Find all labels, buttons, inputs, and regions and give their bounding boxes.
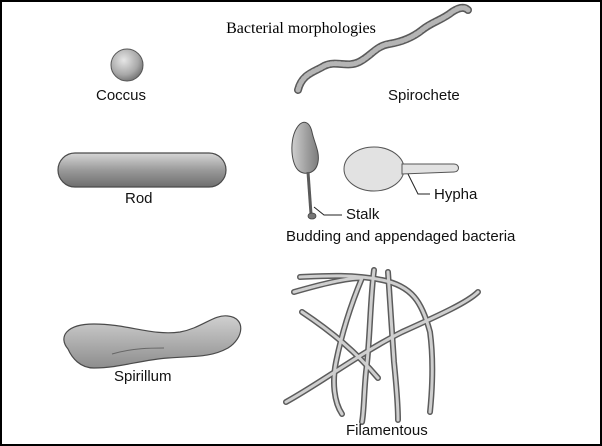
filamentous-cells — [286, 270, 478, 422]
label-spirochete: Spirochete — [388, 87, 460, 104]
label-stalk: Stalk — [346, 206, 379, 223]
label-filamentous: Filamentous — [346, 422, 428, 439]
label-hypha: Hypha — [434, 186, 477, 203]
spirillum-cell — [64, 316, 241, 368]
spirochete-cell — [298, 8, 468, 90]
label-budding-appendaged: Budding and appendaged bacteria — [286, 228, 515, 245]
coccus-cell — [111, 49, 143, 81]
stalked-bacterium — [292, 122, 342, 219]
label-coccus: Coccus — [96, 87, 146, 104]
rod-cell — [58, 153, 226, 187]
label-spirillum: Spirillum — [114, 368, 172, 385]
label-rod: Rod — [125, 190, 153, 207]
